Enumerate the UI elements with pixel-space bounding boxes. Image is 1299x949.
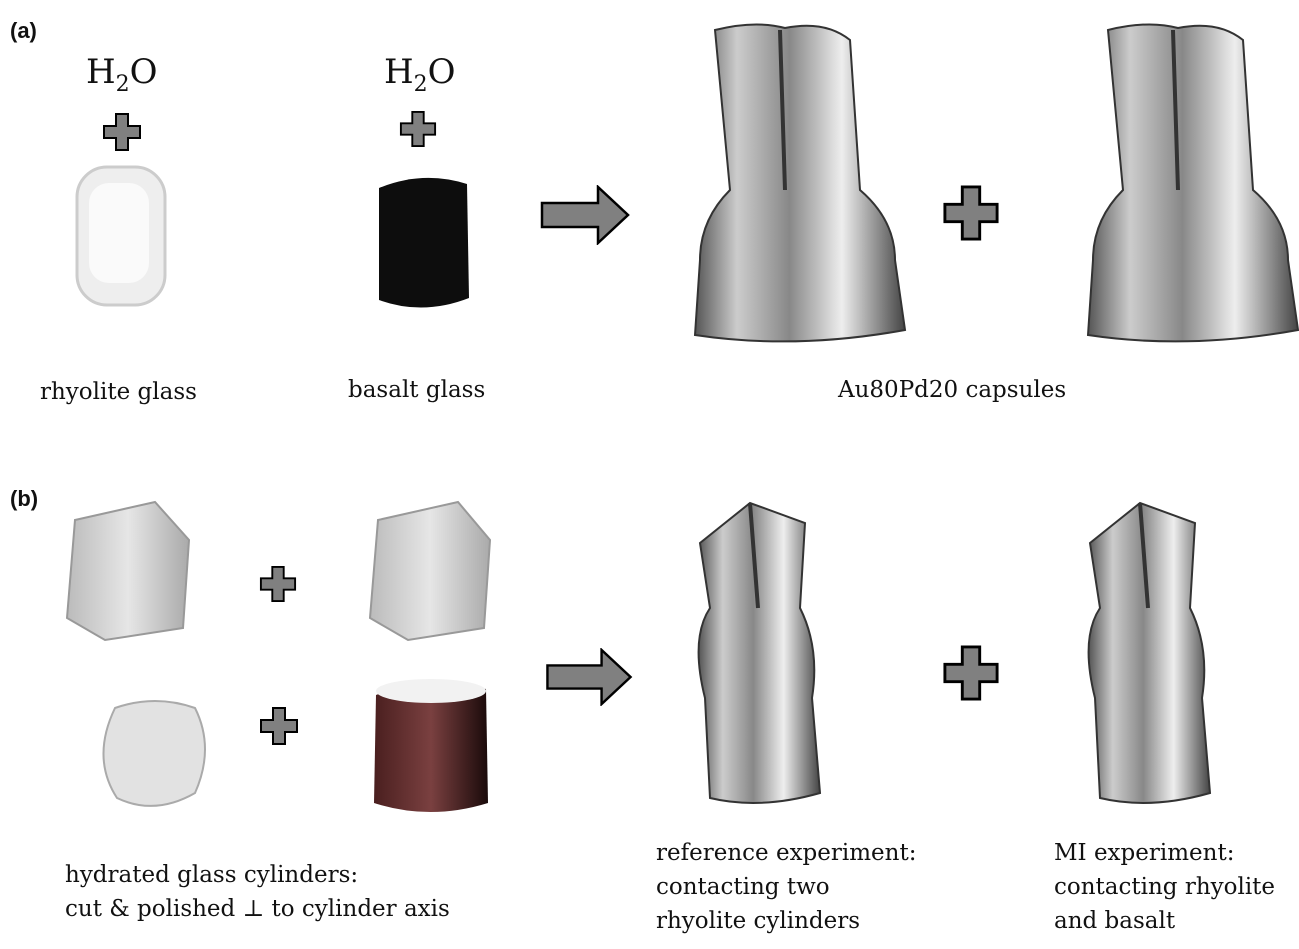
plus-icon [102,112,142,152]
plus-icon [399,110,437,148]
caption-line: and basalt [1054,908,1176,934]
formula-base: H [86,52,116,92]
reference-experiment-caption: reference experiment: contacting two rhy… [656,836,916,938]
formula-sub: 2 [115,71,130,97]
plus-icon [259,565,297,603]
capsules-label: Au80Pd20 capsules [838,377,1067,403]
rhyolite-glass-label: rhyolite glass [40,379,197,405]
caption-line: reference experiment: [656,840,917,866]
hydrated-glass-caption: hydrated glass cylinders: cut & polished… [65,858,450,926]
basalt-glass-image [379,177,469,308]
rhyolite-cylinder-image [368,500,492,642]
caption-line: MI experiment: [1054,840,1235,866]
formula-tail: O [427,52,456,92]
plus-icon [942,644,1000,702]
plus-icon [259,706,299,746]
basalt-glass-label: basalt glass [348,377,486,403]
rhyolite-cylinder-image [65,500,191,642]
rhyolite-cross-section-image [102,700,206,807]
panel-b-label: (b) [10,486,39,511]
h2o-formula-1: H2O [86,52,158,97]
rhyolite-glass-image [75,165,167,307]
capsule-image [693,23,907,343]
h2o-formula-2: H2O [384,52,456,97]
mi-capsule-image [1087,501,1212,804]
mi-experiment-caption: MI experiment: contacting rhyolite and b… [1054,836,1275,938]
caption-line: hydrated glass cylinders: [65,862,359,888]
caption-line: contacting rhyolite [1054,874,1276,900]
capsule-image [1086,23,1299,343]
caption-line: rhyolite cylinders [656,908,861,934]
formula-tail: O [129,52,158,92]
arrow-icon [540,185,630,245]
caption-line: contacting two [656,874,830,900]
formula-base: H [384,52,414,92]
panel-a-label: (a) [10,18,37,43]
caption-line: cut & polished ⊥ to cylinder axis [65,896,450,922]
arrow-icon [545,648,633,706]
plus-icon [942,184,1000,242]
reference-capsule-image [697,501,822,804]
formula-sub: 2 [413,71,428,97]
basalt-cylinder-image [374,679,488,812]
